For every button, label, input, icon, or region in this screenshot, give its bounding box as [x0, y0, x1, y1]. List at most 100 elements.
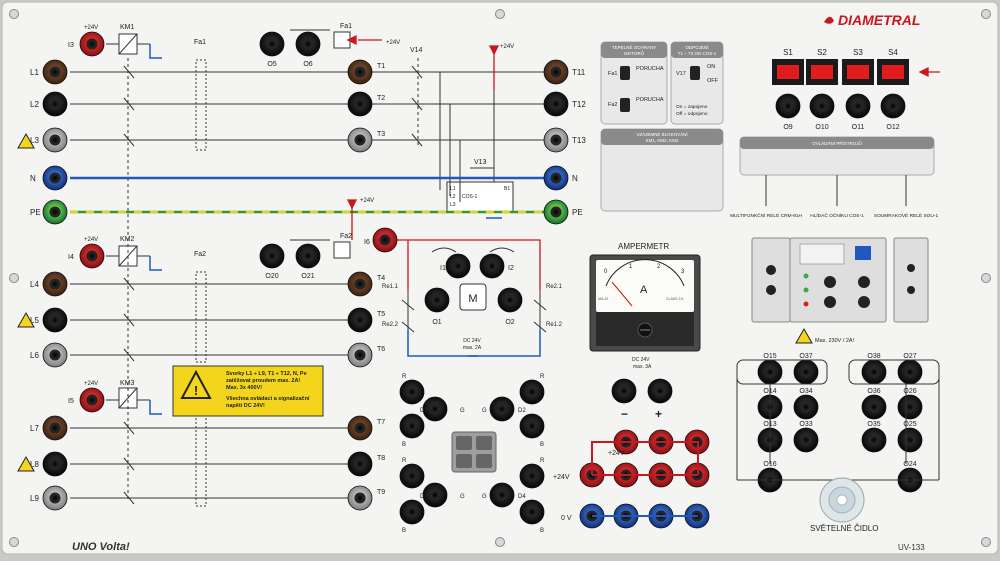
output-o15[interactable] — [757, 359, 783, 385]
knob[interactable] — [824, 276, 836, 288]
rocker-switch-s3[interactable] — [842, 59, 874, 85]
label-fuse-fa1: Fa1 — [194, 39, 206, 46]
label-motor-spec2: max. 2A — [463, 345, 482, 351]
knob[interactable] — [858, 276, 870, 288]
ammeter-maker: MA-AT — [598, 297, 609, 301]
connection-title-1: ODPOJENÍ — [685, 44, 709, 50]
output-o37[interactable] — [793, 359, 819, 385]
power-in-l1[interactable] — [42, 59, 68, 85]
output-o11[interactable] — [845, 93, 871, 119]
motor-input-i1[interactable] — [445, 253, 471, 279]
ammeter-spec-2: max. 3A — [633, 364, 652, 370]
terminal-right-n[interactable] — [543, 165, 569, 191]
label-cos-l1: L1 — [450, 186, 456, 192]
rgb-led-common[interactable] — [489, 396, 515, 422]
knob[interactable] — [858, 296, 870, 308]
toggle-v17[interactable] — [690, 66, 700, 80]
knob[interactable] — [766, 265, 776, 275]
label-i6: I6 — [364, 239, 370, 246]
output-o35[interactable] — [861, 427, 887, 453]
rgb-led-common[interactable] — [422, 482, 448, 508]
ammeter-title: AMPERMETR — [618, 242, 669, 251]
terminal-t4[interactable] — [347, 271, 373, 297]
output-o9[interactable] — [775, 93, 801, 119]
label-o24: O24 — [903, 461, 916, 468]
power-in-l6[interactable] — [42, 342, 68, 368]
rgb-led-jack[interactable] — [519, 413, 545, 439]
terminal-t9[interactable] — [347, 485, 373, 511]
power-in-l3[interactable] — [42, 127, 68, 153]
toggle-fa1[interactable] — [620, 66, 630, 80]
power-in-l8[interactable] — [42, 451, 68, 477]
rgb-led-common[interactable] — [489, 482, 515, 508]
instrument-section: OVLÁDÁNÍ PŘÍSTROJŮ — [739, 136, 935, 206]
knob[interactable] — [766, 285, 776, 295]
output-o20[interactable] — [259, 243, 285, 269]
label-o9: O9 — [783, 124, 792, 131]
terminal-t5[interactable] — [347, 307, 373, 333]
terminal-t7[interactable] — [347, 415, 373, 441]
ammeter-minus-jack[interactable] — [611, 378, 637, 404]
rocker-switch-s1[interactable] — [772, 59, 804, 85]
motor-input-i2[interactable] — [479, 253, 505, 279]
output-o36[interactable] — [861, 394, 887, 420]
rgb-led-jack[interactable] — [519, 499, 545, 525]
label-plus24-fa1: +24V — [386, 40, 400, 46]
output-o10[interactable] — [809, 93, 835, 119]
terminal-right-t11[interactable] — [543, 59, 569, 85]
output-o5[interactable] — [259, 31, 285, 57]
terminal-t1[interactable] — [347, 59, 373, 85]
power-in-l7[interactable] — [42, 415, 68, 441]
rocker-switch-s4[interactable] — [877, 59, 909, 85]
terminal-t6[interactable] — [347, 342, 373, 368]
output-o38[interactable] — [861, 359, 887, 385]
rgb-led-jack[interactable] — [399, 413, 425, 439]
label-cos-b1: B1 — [504, 186, 510, 192]
output-o12[interactable] — [880, 93, 906, 119]
terminal-t2[interactable] — [347, 91, 373, 117]
rgb-led-jack[interactable] — [399, 463, 425, 489]
toggle-fa2[interactable] — [620, 98, 630, 112]
model-name: UNO Volta! — [72, 541, 130, 553]
power-in-l9[interactable] — [42, 485, 68, 511]
power-in-pe[interactable] — [42, 199, 68, 225]
connection-on: ON — [707, 64, 715, 70]
coil-input-i3[interactable] — [79, 31, 105, 57]
power-in-l4[interactable] — [42, 271, 68, 297]
rgb-led-jack[interactable] — [399, 499, 425, 525]
label-t3: T3 — [377, 131, 385, 138]
knob[interactable] — [824, 296, 836, 308]
motor-output-o2[interactable] — [497, 287, 523, 313]
knob[interactable] — [907, 264, 915, 272]
rgb-led-common[interactable] — [422, 396, 448, 422]
terminal-right-pe[interactable] — [543, 199, 569, 225]
ammeter-plus-jack[interactable] — [647, 378, 673, 404]
output-o25[interactable] — [897, 427, 923, 453]
output-o33[interactable] — [793, 427, 819, 453]
output-o6[interactable] — [295, 31, 321, 57]
output-o26[interactable] — [897, 394, 923, 420]
terminal-right-t13[interactable] — [543, 127, 569, 153]
label-re12: Re1.2 — [546, 322, 563, 328]
output-o27[interactable] — [897, 359, 923, 385]
screw-icon — [981, 273, 991, 283]
terminal-t3[interactable] — [347, 127, 373, 153]
power-in-n[interactable] — [42, 165, 68, 191]
motor-input-i6[interactable] — [372, 227, 398, 253]
coil-input-i4[interactable] — [79, 243, 105, 269]
terminal-t8[interactable] — [347, 451, 373, 477]
output-o21[interactable] — [295, 243, 321, 269]
rgb-led-jack[interactable] — [399, 379, 425, 405]
plus24-feeds — [346, 34, 940, 290]
output-o34[interactable] — [793, 394, 819, 420]
motor-output-o1[interactable] — [424, 287, 450, 313]
terminal-right-t12[interactable] — [543, 91, 569, 117]
power-in-l5[interactable] — [42, 307, 68, 333]
coil-input-i5[interactable] — [79, 387, 105, 413]
rgb-led-jack[interactable] — [519, 463, 545, 489]
rocker-switch-s2[interactable] — [806, 59, 838, 85]
knob[interactable] — [907, 286, 915, 294]
power-in-l2[interactable] — [42, 91, 68, 117]
rgb-led-jack[interactable] — [519, 379, 545, 405]
